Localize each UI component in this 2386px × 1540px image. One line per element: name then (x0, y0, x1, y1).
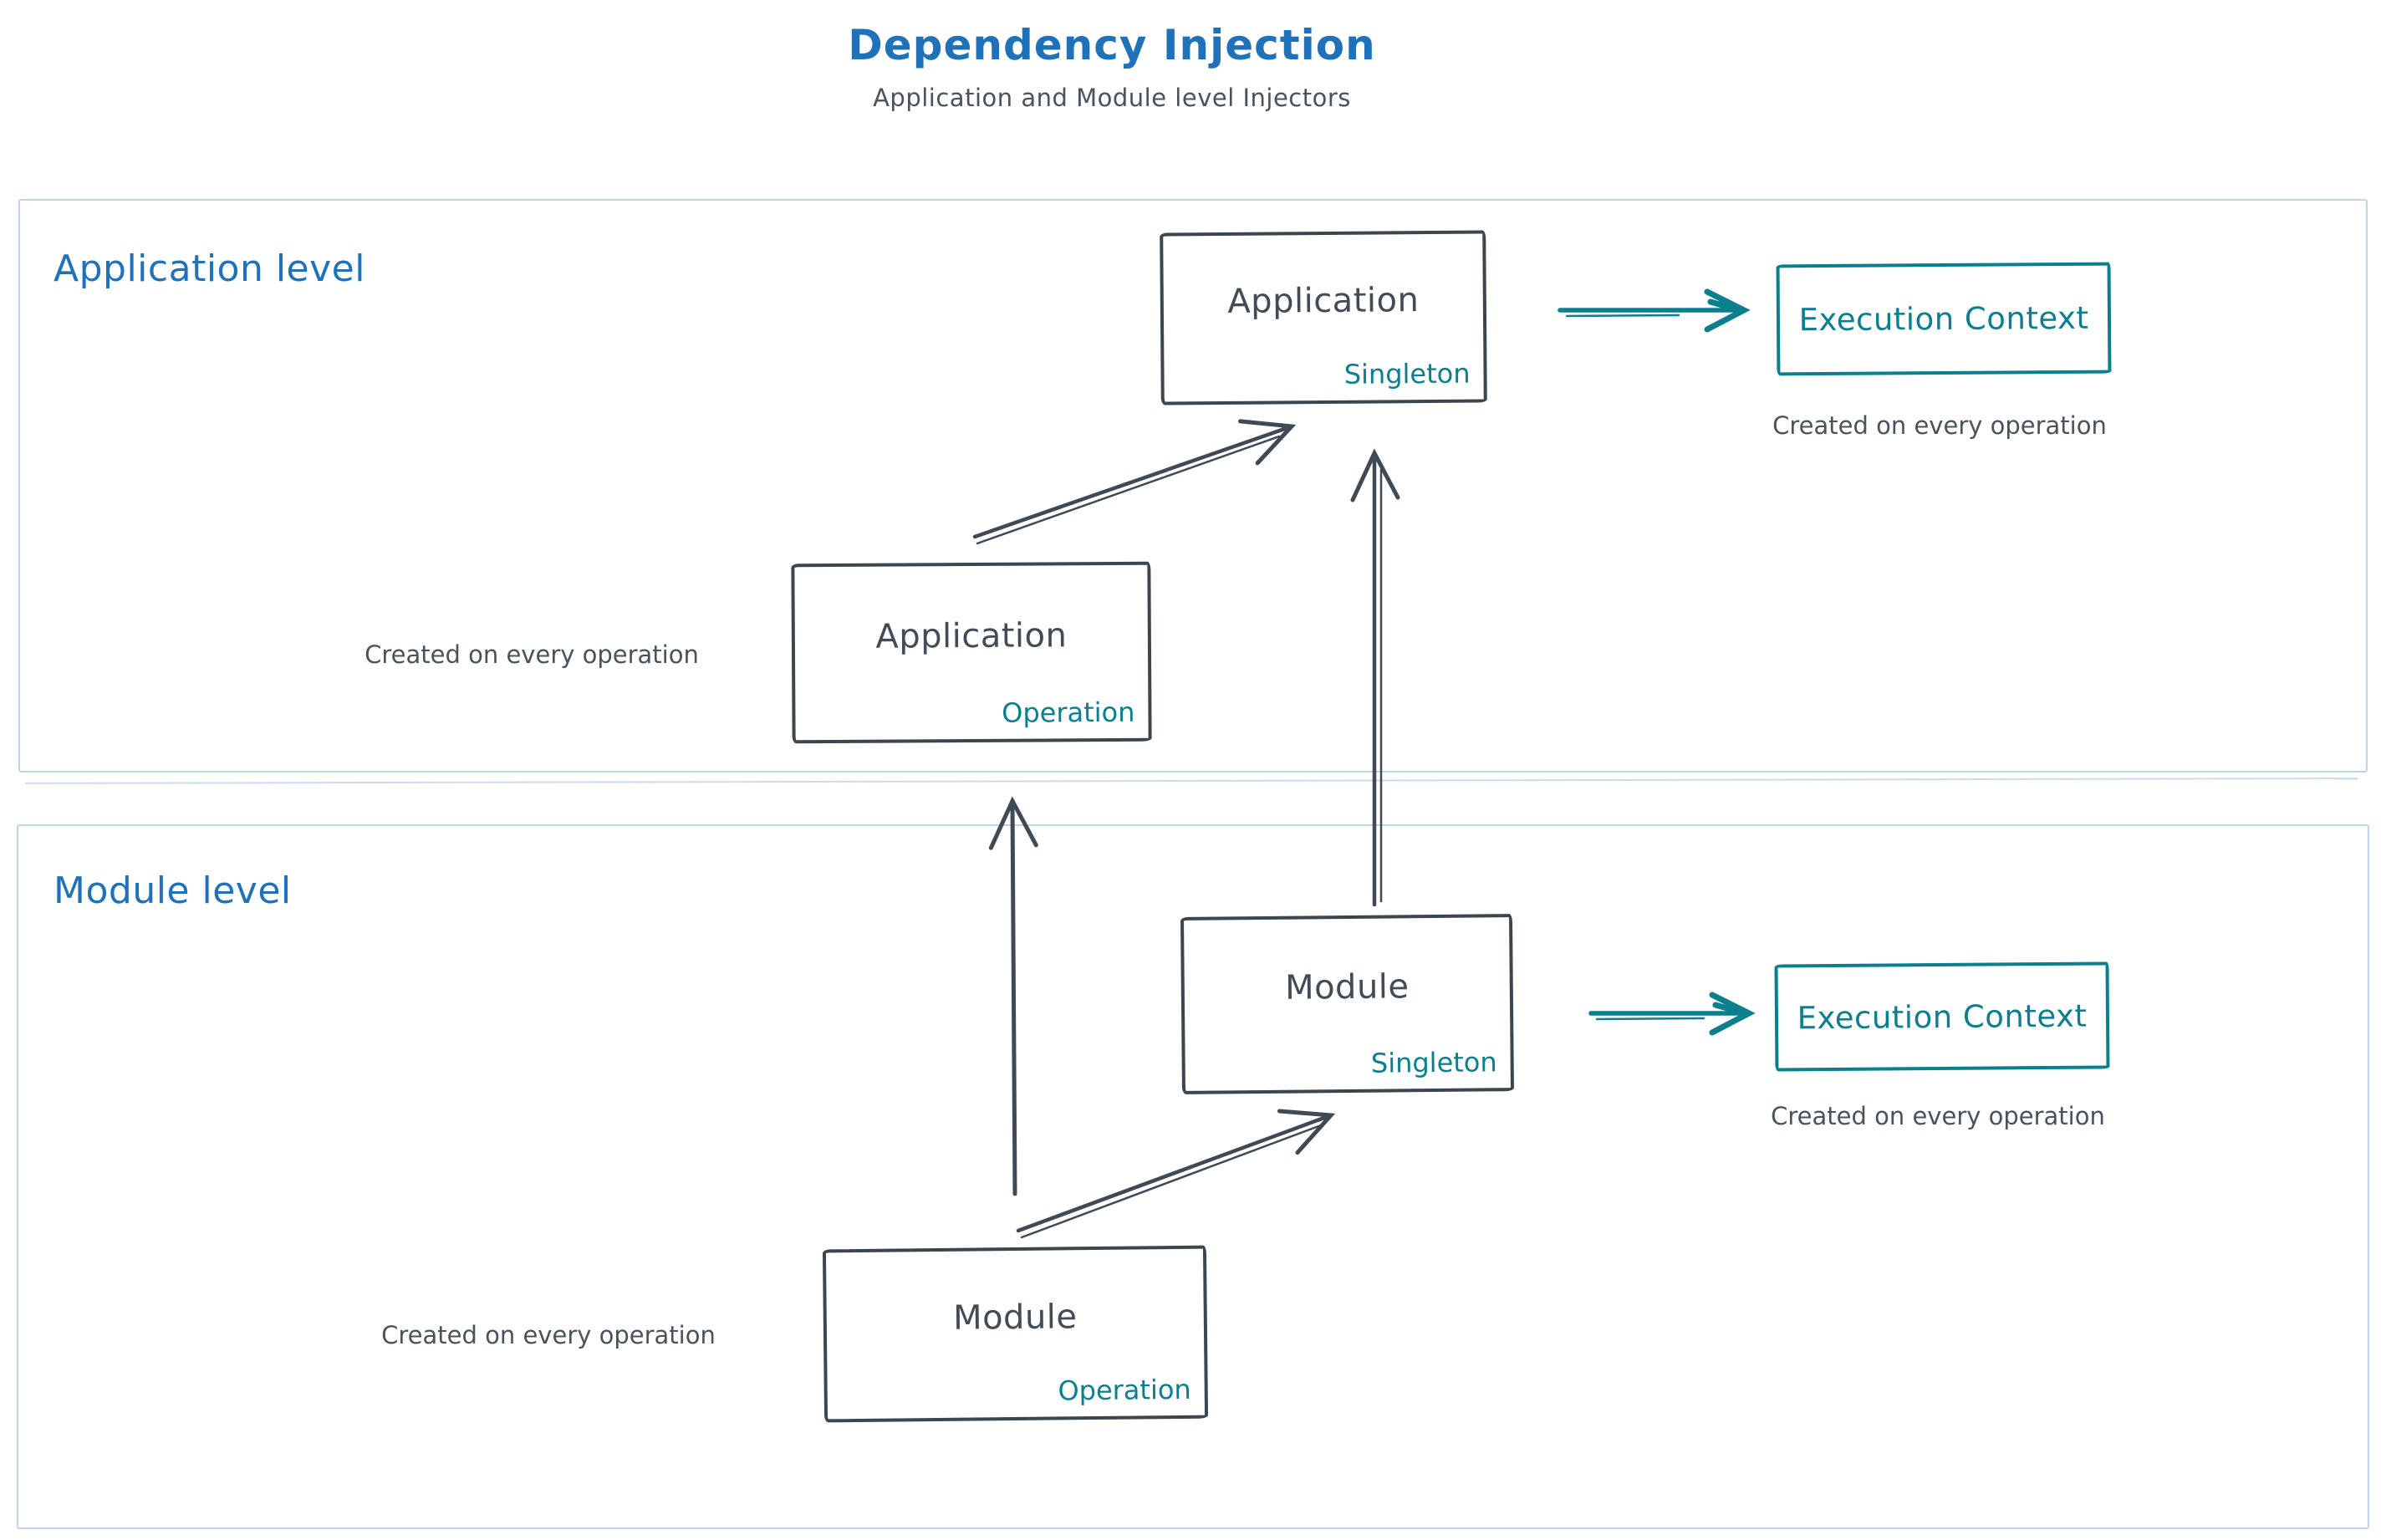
module-singleton-tag: Singleton (1370, 1046, 1497, 1079)
application-level-label: Application level (54, 247, 365, 290)
application-section-bottom-stroke (25, 778, 2358, 784)
module-execution-context-box: Execution Context (1774, 961, 2110, 1072)
page-subtitle: Application and Module level Injectors (873, 84, 1351, 112)
module-execution-context-note: Created on every operation (1771, 1102, 2105, 1130)
module-operation-note: Created on every operation (381, 1321, 716, 1349)
module-operation-box: Module Operation (822, 1245, 1209, 1423)
module-singleton-title: Module (1284, 967, 1410, 1007)
application-level-section (18, 199, 2368, 773)
app-operation-note: Created on every operation (365, 640, 699, 669)
app-operation-box: Application Operation (791, 561, 1152, 744)
app-execution-context-note: Created on every operation (1772, 411, 2107, 440)
app-execution-context-label: Execution Context (1798, 299, 2089, 339)
module-singleton-box: Module Singleton (1180, 914, 1515, 1094)
app-singleton-title: Application (1227, 281, 1420, 321)
page-title: Dependency Injection (848, 21, 1376, 69)
app-singleton-tag: Singleton (1343, 357, 1471, 390)
module-level-section (17, 824, 2369, 1529)
header: Dependency Injection Application and Mod… (752, 12, 1471, 112)
app-operation-tag: Operation (1002, 696, 1135, 729)
module-level-label: Module level (54, 869, 292, 912)
app-execution-context-box: Execution Context (1776, 262, 2112, 376)
app-operation-title: Application (875, 615, 1068, 656)
module-operation-title: Module (952, 1297, 1078, 1338)
module-execution-context-label: Execution Context (1797, 997, 2088, 1036)
module-operation-tag: Operation (1058, 1373, 1191, 1407)
app-singleton-box: Application Singleton (1160, 230, 1487, 405)
